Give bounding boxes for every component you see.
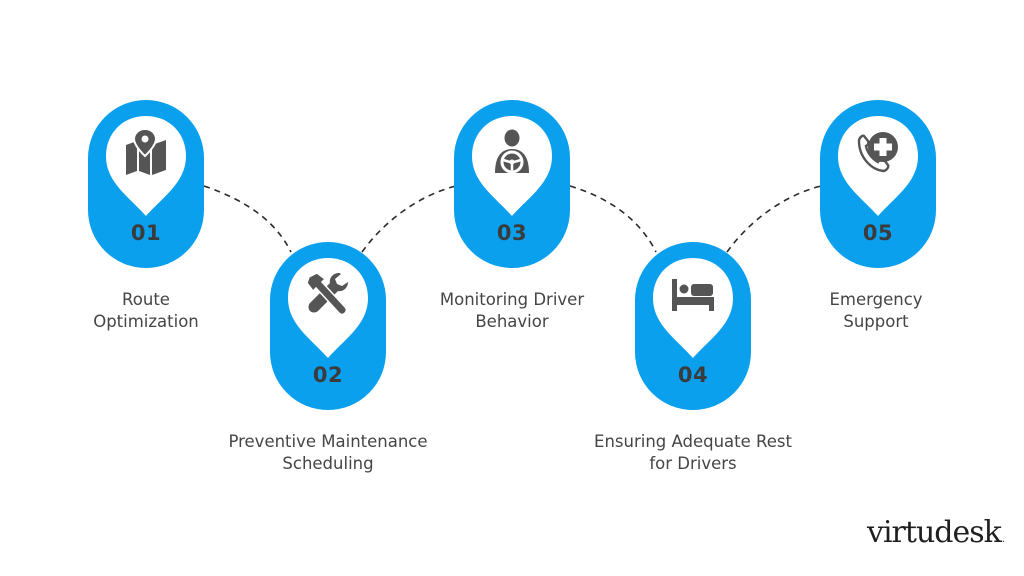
step-01-label-line-1: Route (122, 290, 170, 309)
connector-1-2 (203, 185, 292, 253)
step-05-label-line-2: Support (843, 312, 909, 331)
connector-3-4 (569, 185, 657, 253)
step-05-label: Emergency Support (756, 289, 996, 333)
step-01-number: 01 (130, 221, 162, 245)
step-04-pill: 04 (635, 242, 751, 410)
step-02-label-line-1: Preventive Maintenance (228, 432, 428, 451)
step-01-label-line-2: Optimization (93, 312, 199, 331)
step-02-pin (286, 256, 370, 360)
step-03-label-line-1: Monitoring Driver (439, 290, 585, 309)
step-03-number: 03 (496, 221, 528, 245)
tools-icon (305, 271, 351, 317)
step-05-pin (836, 114, 920, 218)
driver-icon (489, 129, 535, 175)
logo-mark: . (1001, 534, 1005, 545)
step-03-pill: 03 (454, 100, 570, 268)
map-pin-icon (123, 129, 169, 175)
step-03-pin (470, 114, 554, 218)
connector-2-3 (361, 185, 457, 253)
logo-wordmark: virtudesk (867, 515, 1002, 550)
step-01-label: Route Optimization (26, 289, 266, 333)
step-04-pin (651, 256, 735, 360)
step-04-number: 04 (677, 363, 709, 387)
step-02-number: 02 (312, 363, 344, 387)
step-02-label-line-2: Scheduling (282, 454, 374, 473)
step-01-pill: 01 (88, 100, 204, 268)
step-05-number: 05 (862, 221, 894, 245)
step-02-pill: 02 (270, 242, 386, 410)
step-01-pin (104, 114, 188, 218)
step-05-pill: 05 (820, 100, 936, 268)
step-04-label-line-2: for Drivers (649, 454, 737, 473)
connector-4-5 (726, 185, 822, 253)
step-02-label: Preventive Maintenance Scheduling (208, 431, 448, 475)
step-03-label: Monitoring Driver Behavior (392, 289, 632, 333)
step-04-label-line-1: Ensuring Adequate Rest (594, 432, 792, 451)
emergency-call-icon (855, 129, 901, 175)
step-04-label: Ensuring Adequate Rest for Drivers (573, 431, 813, 475)
bed-icon (670, 271, 716, 317)
step-03-label-line-2: Behavior (475, 312, 549, 331)
virtudesk-logo: virtudesk. (867, 515, 1005, 550)
step-05-label-line-1: Emergency (829, 290, 923, 309)
